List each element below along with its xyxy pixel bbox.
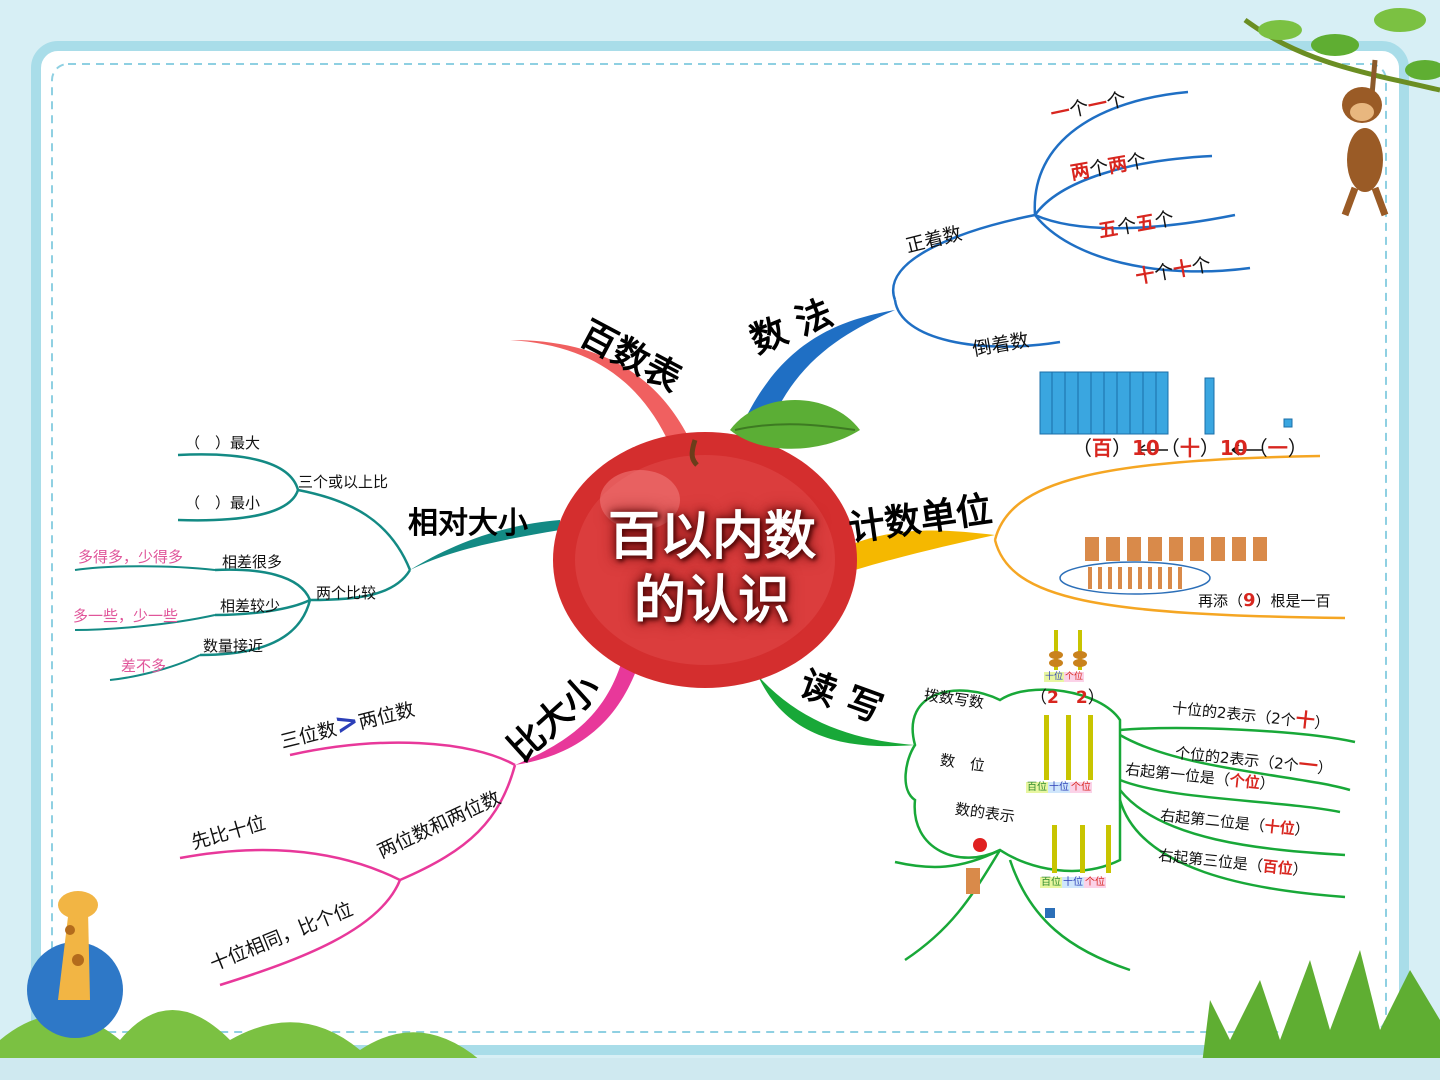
bundle-icon — [966, 868, 980, 894]
ten-rod-icon — [1205, 378, 1214, 434]
xd-zuida: （ ）最大 — [185, 432, 260, 453]
stick-bundles-icon — [1085, 537, 1267, 561]
abacus-mid-labels: 百位十位个位 — [1026, 778, 1092, 793]
cube-icon — [1045, 908, 1055, 918]
center-title: 百以内数 的认识 — [562, 505, 862, 633]
xd-duode: 多得多，少得多 — [78, 546, 183, 567]
branch-label-xiangdui: 相对大小 — [408, 498, 528, 542]
shufa-line-main — [893, 215, 1035, 300]
center-title-line1: 百以内数 — [562, 505, 862, 569]
hundred-block-icon — [1040, 372, 1168, 434]
xd-zuixiao: （ ）最小 — [185, 492, 260, 513]
xd-line-zuida — [178, 454, 298, 490]
abacus-bottom-labels: 百位十位个位 — [1040, 873, 1106, 888]
abacus-top-icon — [1049, 630, 1087, 670]
xd-liangge: 两个比较 — [316, 582, 376, 603]
abacus-top-labels: 十位个位 — [1044, 669, 1084, 682]
center-title-line2: 的认识 — [562, 569, 862, 633]
jishu-ten-1: 10 — [1132, 436, 1160, 460]
xd-jiejin: 数量接近 — [203, 635, 263, 656]
xd-duoyixie: 多一些，少一些 — [73, 605, 178, 626]
jishu-units-row: （百）10（十）10（一） — [1072, 432, 1308, 461]
bi-line-sanwei — [290, 743, 515, 765]
xd-chabuduo: 差不多 — [121, 655, 166, 676]
xd-henduo: 相差很多 — [222, 551, 282, 572]
unit-cube-icon — [1284, 419, 1292, 427]
xd-line-sange — [298, 490, 410, 570]
jishu-ten-2: 10 — [1220, 436, 1248, 460]
jishu-line-top — [995, 456, 1320, 540]
xd-sange: 三个或以上比 — [298, 471, 388, 492]
jishu-bai: 百 — [1092, 436, 1112, 460]
single-sticks-icon — [1088, 567, 1182, 589]
jishu-yi: 一 — [1268, 436, 1288, 460]
single-sticks-oval — [1060, 562, 1210, 594]
jishu-zaitian: 再添（9）根是一百 — [1198, 590, 1331, 611]
duxie-line-b1 — [895, 850, 1000, 867]
duxie-values: （2 2） — [1030, 683, 1105, 708]
xd-jiaoshao: 相差较少 — [220, 595, 280, 616]
jishu-shi: 十 — [1180, 436, 1200, 460]
abacus-mid-icon — [1044, 715, 1093, 780]
bi-line-xianbi — [180, 850, 400, 880]
red-dot-icon — [973, 838, 987, 852]
